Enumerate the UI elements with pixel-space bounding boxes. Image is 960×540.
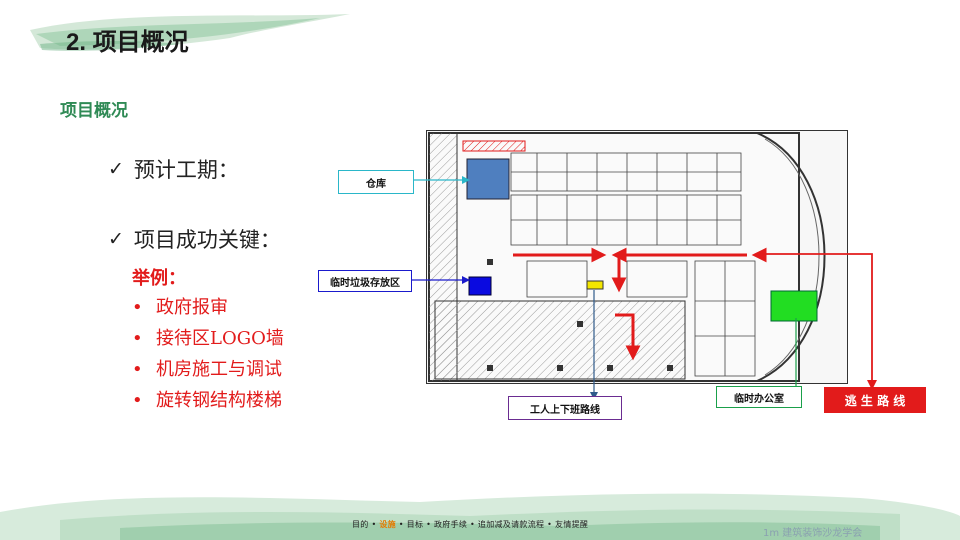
footer-nav-item[interactable]: 目标: [406, 520, 424, 529]
footer-nav-item[interactable]: 政府手续: [433, 520, 468, 529]
page-title: 2. 项目概况: [66, 29, 189, 56]
example-list: •政府报审 •接待区LOGO墙 •机房施工与调试 •旋转钢结构楼梯: [132, 294, 292, 418]
brand-label: 1m 建筑装饰沙龙学会: [763, 528, 863, 539]
brush-stroke-top: [30, 14, 350, 51]
floor-plan: [426, 130, 848, 384]
callout-temp-office: 临时办公室: [716, 386, 802, 408]
footer-nav-item[interactable]: 目的: [352, 520, 369, 529]
office-zone: [770, 290, 818, 322]
trash-zone: [468, 276, 492, 296]
list-item: •机房施工与调试: [132, 359, 282, 380]
check-item-label: 项目成功关键：: [133, 228, 281, 252]
footer-nav-item[interactable]: 追加减及请款流程: [477, 520, 545, 529]
check-item-duration: ✓ 预计工期：: [108, 154, 239, 184]
list-item: •政府报审: [132, 297, 228, 318]
footer-nav-item-active[interactable]: 设施: [379, 520, 396, 529]
callout-trash-zone: 临时垃圾存放区: [318, 270, 412, 292]
list-item: •接待区LOGO墙: [132, 328, 284, 349]
check-item-label: 预计工期：: [133, 158, 239, 182]
callout-worker-route: 工人上下班路线: [508, 396, 622, 420]
section-subtitle: 项目概况: [60, 101, 128, 121]
callout-warehouse: 仓库: [338, 170, 414, 194]
worker-entry-mark: [586, 280, 604, 290]
floor-plan-drawing: [428, 132, 826, 382]
warehouse-zone: [466, 158, 510, 200]
example-heading: 举例：: [132, 268, 186, 289]
check-icon: ✓: [108, 228, 124, 250]
footer-nav: 目的 • 设施 • 目标 • 政府手续 • 追加减及请款流程 • 友情提醒: [352, 520, 589, 529]
footer-nav-item[interactable]: 友情提醒: [555, 520, 589, 529]
check-item-key-factors: ✓ 项目成功关键：: [108, 224, 281, 254]
list-item: •旋转钢结构楼梯: [132, 390, 282, 411]
callout-escape-route: 逃 生 路 线: [824, 387, 926, 413]
check-icon: ✓: [108, 158, 124, 180]
brush-stroke-bottom: [0, 493, 960, 540]
